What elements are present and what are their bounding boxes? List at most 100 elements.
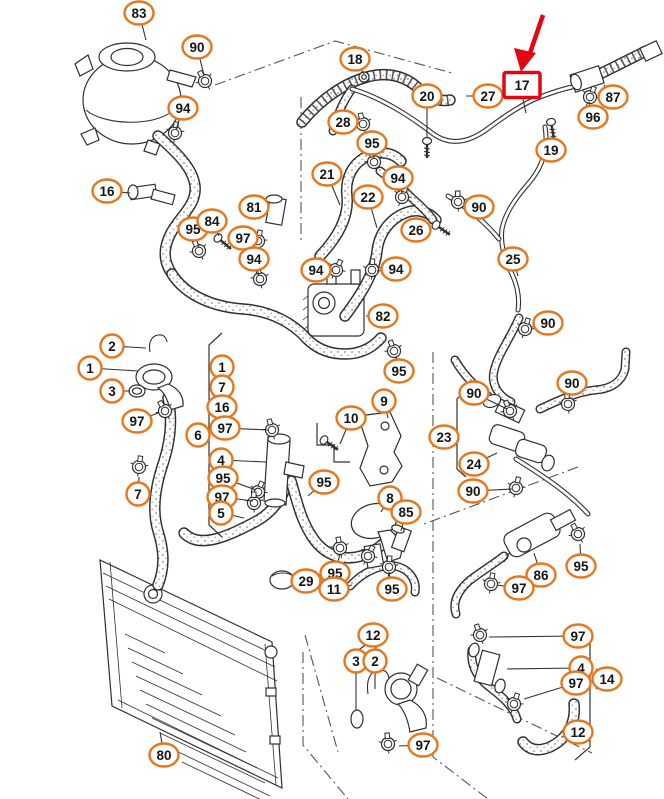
- callout-81: 81: [246, 200, 262, 215]
- callout-22: 22: [352, 184, 384, 210]
- hose-21: [315, 148, 406, 261]
- callout-95: 95: [391, 364, 407, 379]
- hose-clamp: [130, 462, 149, 477]
- hose-clamp: [195, 73, 212, 90]
- callout-25: [497, 246, 529, 272]
- callout-24: 24: [458, 451, 490, 477]
- callout-7: [125, 481, 151, 507]
- hose-clamp: [505, 406, 515, 416]
- highlight-box: [502, 70, 542, 100]
- hose-12: [518, 699, 579, 755]
- callout-90: 90: [457, 478, 489, 504]
- hose-clamp: [378, 739, 397, 754]
- callout-90: [463, 194, 495, 220]
- callout-97: 97: [407, 732, 439, 758]
- callout-19: 19: [535, 137, 567, 163]
- callout-95: [565, 553, 597, 579]
- callout-28: [327, 109, 359, 135]
- connector-87: [570, 73, 582, 91]
- callout-97: 97: [121, 408, 153, 434]
- callout-16: [91, 178, 123, 204]
- callout-16: 16: [214, 400, 230, 415]
- hose-clamp: [360, 544, 378, 565]
- coolant-pipe-86: [516, 537, 532, 553]
- hose-clamp: [500, 399, 518, 420]
- callout-29: 29: [290, 568, 322, 594]
- callout-19: [535, 137, 567, 163]
- callout-12: [357, 622, 389, 648]
- hose-clamp: [473, 623, 481, 632]
- callout-1: 1: [77, 355, 103, 381]
- hose-clamp: [330, 536, 349, 558]
- hose-clamp: [384, 732, 391, 740]
- bleed-fitting-16: [127, 184, 139, 200]
- hose-clamp: [250, 267, 269, 289]
- callout-14: [591, 666, 623, 692]
- callout-2: [362, 648, 388, 674]
- hose: [167, 269, 386, 359]
- callout-6: 6: [185, 422, 211, 448]
- check-valve-24: [514, 438, 548, 464]
- bolt: [221, 240, 232, 250]
- callout-12: 12: [562, 719, 594, 745]
- bleed-fitting-16: [127, 183, 176, 206]
- callout-80: 80: [156, 748, 171, 763]
- tee-fitting-bottom: [494, 678, 506, 694]
- callout-12: 12: [570, 725, 585, 740]
- callout-82: 82: [367, 303, 399, 329]
- callout-12: [562, 719, 594, 745]
- hose-clamp: [137, 455, 144, 463]
- hose-corrugated: [594, 45, 652, 80]
- callout-1: [77, 355, 103, 381]
- bracket-9: [357, 411, 403, 487]
- callout-24: [458, 451, 490, 477]
- callout-14: 14: [591, 666, 623, 692]
- callout-95: 95: [215, 471, 231, 486]
- hose-clamp: [448, 190, 468, 212]
- callout-96: 96: [585, 110, 601, 125]
- pump-elbow-12: [407, 663, 429, 687]
- pump-elbow-12: [390, 678, 412, 700]
- callout-1: 1: [209, 354, 235, 380]
- callout-1: 1: [218, 360, 226, 375]
- retaining-clip-2: [148, 334, 168, 353]
- callout-90: 90: [556, 370, 588, 396]
- callout-83: 83: [131, 6, 147, 21]
- callout-90: 90: [465, 484, 480, 499]
- hose-clamp: [266, 418, 274, 426]
- callout-94: 94: [308, 263, 324, 278]
- callout-5: [208, 500, 234, 526]
- connector-81: [265, 194, 283, 204]
- hose-clamp: [267, 425, 277, 435]
- callout-87: 87: [605, 90, 620, 105]
- bolt: [319, 435, 339, 451]
- hose-clamp: [353, 112, 372, 134]
- callout-97: 97: [511, 581, 526, 596]
- hose-clamp: [383, 739, 393, 749]
- hose-clamp: [335, 536, 342, 544]
- callout-12: 12: [365, 628, 380, 643]
- callout-95: 95: [316, 475, 332, 490]
- small-parts: [127, 40, 663, 733]
- callout-95: [356, 130, 388, 156]
- callout-90: [532, 310, 564, 336]
- hose-clamp: [514, 476, 522, 484]
- callout-2: 2: [99, 333, 125, 359]
- callout-9: 9: [371, 388, 397, 414]
- radiator-mount-tab: [269, 735, 281, 745]
- callout-90: 90: [463, 194, 495, 220]
- expansion-tank: [143, 139, 161, 156]
- callout-11: 11: [327, 582, 342, 597]
- hose-clamp: [568, 526, 585, 543]
- oil-cooler-port: [350, 269, 361, 285]
- hose-clamp: [502, 399, 511, 408]
- highlighted-part-17: 17: [502, 14, 546, 114]
- callout-97: 97: [209, 415, 241, 441]
- callout-97: [560, 670, 592, 696]
- callout-7: 7: [125, 481, 151, 507]
- callout-4: 4: [217, 453, 225, 468]
- callout-81: 81: [238, 194, 270, 220]
- callout-87: 87: [597, 84, 629, 110]
- callout-97: [121, 408, 153, 434]
